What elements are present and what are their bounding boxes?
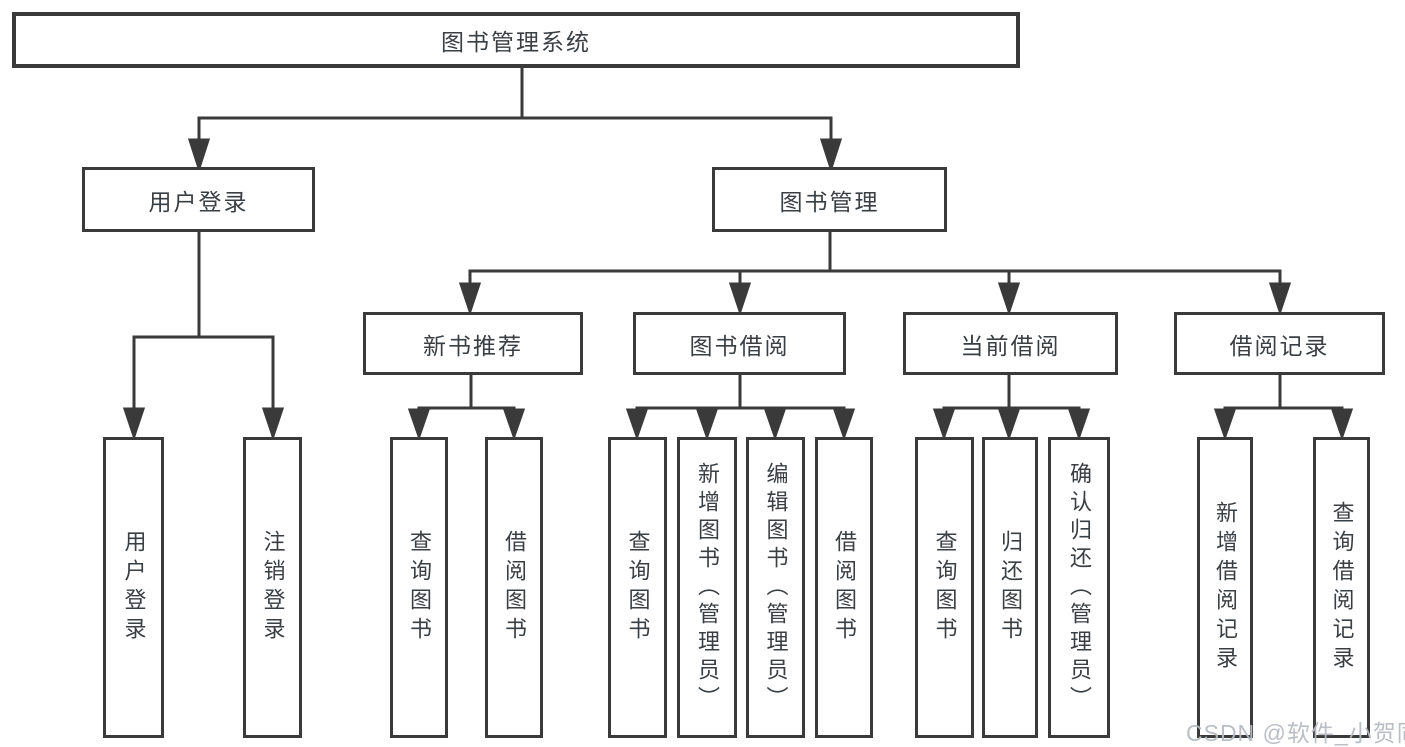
arrowhead <box>997 282 1021 316</box>
arrowhead <box>1067 408 1091 441</box>
arrowhead <box>625 408 649 441</box>
csdn-watermark: CSDN @软件_小贺同学 <box>1186 720 1405 746</box>
arrowhead <box>1330 408 1354 441</box>
node-user-login: 用户登录 <box>82 167 315 232</box>
connector-group <box>122 66 1354 441</box>
node-current-borrowing: 当前借阅 <box>903 312 1118 375</box>
arrowhead <box>728 282 752 316</box>
arrowhead <box>122 407 146 441</box>
arrowhead <box>502 408 526 441</box>
leaf-borrow-books-recommend: 借阅图书 <box>485 437 543 738</box>
arrowhead <box>1213 408 1237 441</box>
node-library-management-system: 图书管理系统 <box>12 12 1020 68</box>
arrowhead <box>832 408 856 441</box>
arrowhead <box>187 138 211 173</box>
leaf-confirm-return-admin: 确认归还（管理员） <box>1048 437 1110 738</box>
leaf-borrow-books: 借阅图书 <box>815 437 873 738</box>
arrowhead <box>819 138 843 173</box>
node-borrowing-records: 借阅记录 <box>1174 312 1385 375</box>
arrowhead <box>932 408 956 441</box>
leaf-edit-books-admin: 编辑图书（管理员） <box>746 437 805 738</box>
arrowhead <box>695 408 719 441</box>
node-book-management: 图书管理 <box>712 167 947 232</box>
node-book-borrowing: 图书借阅 <box>633 312 846 375</box>
arrowhead <box>458 282 482 316</box>
leaf-add-books-admin: 新增图书（管理员） <box>677 437 737 738</box>
leaf-logout-login: 注销登录 <box>243 437 302 738</box>
arrowhead <box>261 407 285 441</box>
arrowhead <box>763 408 787 441</box>
arrowhead <box>407 408 431 441</box>
leaf-query-books-current: 查询图书 <box>915 437 974 738</box>
node-new-book-recommendation: 新书推荐 <box>363 312 583 375</box>
leaf-return-books: 归还图书 <box>982 437 1038 738</box>
arrowhead <box>997 408 1021 441</box>
leaf-query-borrow-record: 查询借阅记录 <box>1313 437 1370 738</box>
arrowhead <box>1268 282 1292 316</box>
leaf-user-login: 用户登录 <box>103 437 164 738</box>
leaf-add-borrow-record: 新增借阅记录 <box>1197 437 1253 738</box>
leaf-query-books-recommend: 查询图书 <box>390 437 448 738</box>
leaf-query-books-borrow: 查询图书 <box>608 437 667 738</box>
